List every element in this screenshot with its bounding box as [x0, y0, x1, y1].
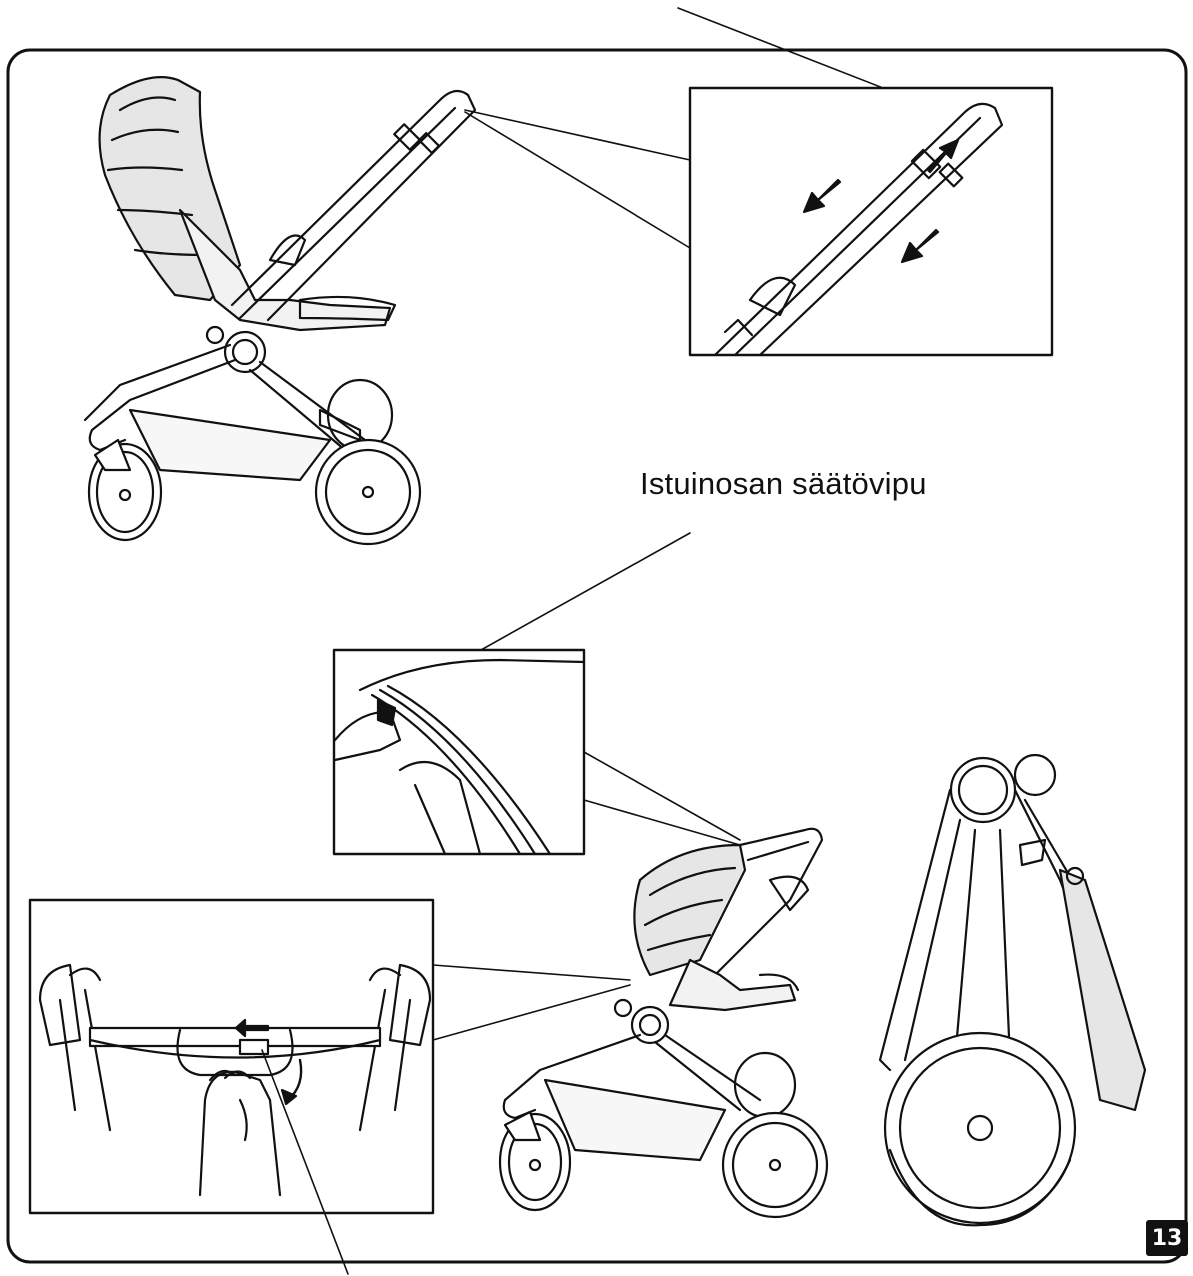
- stroller-upright: [498, 827, 829, 1219]
- detail-box-fold-release: [28, 898, 435, 1215]
- arrow-up-right-icon: [926, 138, 960, 174]
- seat-lever-label: Istuinosan säätövipu: [640, 466, 927, 501]
- arrow-down-left-icon-2: [900, 228, 940, 264]
- arrow-down-left-icon: [802, 178, 842, 214]
- page-number-badge: 13: [1146, 1220, 1188, 1256]
- page-frame: [6, 48, 1188, 1264]
- stroller-folded: [878, 753, 1147, 1227]
- stroller-reclined: [83, 76, 477, 546]
- leader-line-bottom: [261, 1049, 349, 1275]
- detail-box-seat-lever: [332, 648, 586, 856]
- detail-box-handle: [688, 86, 1054, 357]
- arrow-left-icon: [234, 1018, 270, 1038]
